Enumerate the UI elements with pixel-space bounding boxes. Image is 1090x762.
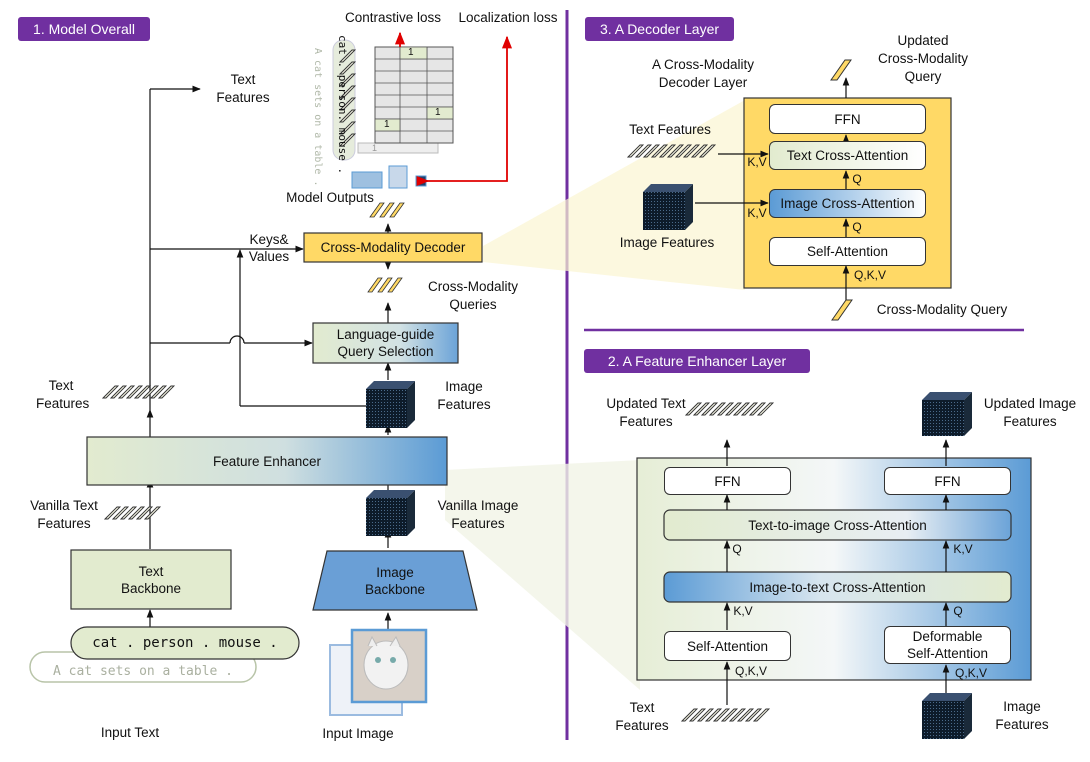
decoder-layer-title: A Cross-Modality Decoder Layer: [651, 57, 755, 90]
cross-modality-decoder-label: Cross-Modality Decoder: [320, 240, 466, 255]
image-to-text-label: Image-to-text Cross-Attention: [749, 579, 926, 595]
enhancer-ffn-right-box: FFN: [884, 467, 1011, 495]
cross-modality-query-label: Cross-Modality Query: [876, 302, 1008, 317]
image-features-mid-label: Image Features: [437, 379, 491, 412]
decoder-text-features-label: Text Features: [629, 122, 711, 137]
decoder-ffn-box: FFN: [769, 104, 926, 134]
matrix-prompt-main: cat . person. mouse .: [336, 35, 349, 175]
image-to-text-cross-attention-box: Image-to-text Cross-Attention: [664, 572, 1011, 602]
image-cross-attention-box: Image Cross-Attention: [769, 189, 926, 218]
keys-values-label: Keys& Values: [248, 232, 290, 264]
enhancer-self-attention-box: Self-Attention: [664, 631, 791, 661]
decoder-q-label-1: Q: [852, 172, 862, 186]
updated-text-features-label: Updated Text Features: [606, 396, 686, 429]
image-cross-attention-label: Image Cross-Attention: [780, 196, 915, 211]
text-backbone-label: Text Backbone: [120, 563, 182, 596]
matrix-cell-one: 1: [408, 47, 414, 58]
section-tag-enhancer-layer: 2. A Feature Enhancer Layer: [584, 349, 810, 373]
deformable-self-attention-label: Deformable Self-Attention: [906, 629, 989, 661]
prompt-main-pill: cat . person . mouse .: [71, 627, 299, 659]
decoder-self-attention-label: Self-Attention: [806, 244, 889, 259]
decoder-qkv-label: Q,K,V: [853, 268, 886, 282]
contrastive-loss-label: Contrastive loss: [344, 10, 442, 25]
matrix-cell-one: 1: [384, 119, 390, 130]
cross-modality-decoder-box: Cross-Modality Decoder: [304, 233, 482, 262]
enhancer-qkv-right-label: Q,K,V: [954, 666, 987, 680]
decoder-q-label-2: Q: [852, 220, 862, 234]
input-text-label: Input Text: [100, 725, 160, 740]
enhancer-q-right-label: Q: [953, 604, 963, 618]
prompt-alt-text: A cat sets on a table .: [52, 663, 233, 679]
text-cross-attention-label: Text Cross-Attention: [786, 148, 909, 163]
enhancer-kv-left-label: K,V: [733, 604, 753, 618]
model-outputs-label: Model Outputs: [286, 190, 374, 205]
deformable-self-attention-box: Deformable Self-Attention: [884, 626, 1011, 664]
text-features-mid-label: Text Features: [36, 378, 90, 411]
cross-modality-queries-label: Cross-Modality Queries: [427, 279, 519, 312]
vanilla-image-features-label: Vanilla Image Features: [437, 498, 519, 531]
feature-enhancer-box: Feature Enhancer: [87, 437, 447, 485]
localization-loss-label: Localization loss: [458, 10, 558, 25]
language-guide-label: Language-guide Query Selection: [336, 327, 435, 359]
enhancer-kv-right-label: K,V: [953, 542, 973, 556]
input-image-label: Input Image: [322, 726, 394, 741]
enhancer-ffn-left-box: FFN: [664, 467, 791, 495]
enhancer-qkv-left-label: Q,K,V: [734, 664, 767, 678]
text-cross-attention-box: Text Cross-Attention: [769, 141, 926, 170]
text-features-top-label: Text Features: [216, 72, 270, 105]
prompt-main-text: cat . person . mouse .: [92, 634, 278, 651]
section-tag-label: 3. A Decoder Layer: [599, 21, 720, 37]
decoder-image-features-label: Image Features: [619, 235, 715, 250]
enhancer-self-attention-label: Self-Attention: [686, 638, 769, 654]
decoder-kv-text-label: K,V: [747, 155, 767, 169]
text-to-image-cross-attention-box: Text-to-image Cross-Attention: [664, 510, 1011, 540]
section-tag-label: 1. Model Overall: [33, 21, 135, 37]
updated-query-label: Updated Cross-Modality Query: [877, 33, 969, 84]
matrix-prompt-alt: A cat sets on a table .: [312, 48, 323, 187]
decoder-kv-image-label: K,V: [747, 206, 767, 220]
language-guide-query-selection-box: Language-guide Query Selection: [313, 323, 458, 363]
enhancer-ffn-left-label: FFN: [714, 473, 741, 489]
enhancer-q-left-label: Q: [732, 542, 742, 556]
image-backbone-label: Image Backbone: [364, 564, 426, 597]
text-to-image-label: Text-to-image Cross-Attention: [748, 517, 927, 533]
enhancer-text-features-label: Text Features: [615, 700, 669, 733]
image-backbone-box: Image Backbone: [320, 551, 470, 610]
matrix-cell-one-faded: 1: [372, 143, 378, 153]
section-tag-label: 2. A Feature Enhancer Layer: [607, 353, 787, 369]
text-backbone-box: Text Backbone: [71, 550, 231, 609]
vanilla-text-features-label: Vanilla Text Features: [30, 498, 98, 531]
decoder-ffn-label: FFN: [834, 111, 861, 127]
decoder-self-attention-box: Self-Attention: [769, 237, 926, 266]
feature-enhancer-label: Feature Enhancer: [212, 453, 322, 469]
section-tag-decoder-layer: 3. A Decoder Layer: [585, 17, 734, 41]
enhancer-image-features-label: Image Features: [995, 699, 1049, 732]
section-tag-model-overall: 1. Model Overall: [18, 17, 150, 41]
image-features-cube: [366, 381, 415, 428]
updated-image-features-label: Updated Image Features: [983, 396, 1077, 429]
matrix-cell-one: 1: [435, 107, 441, 118]
enhancer-ffn-right-label: FFN: [934, 473, 961, 489]
prompt-alt-pill: A cat sets on a table .: [30, 660, 256, 682]
